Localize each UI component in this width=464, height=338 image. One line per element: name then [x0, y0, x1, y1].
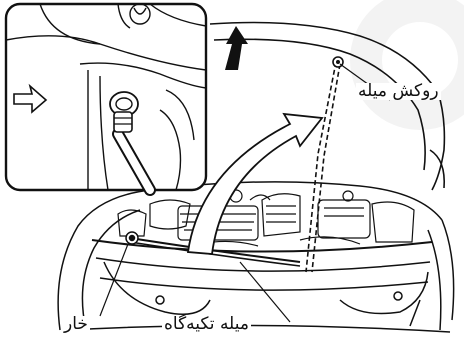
up-arrow-icon [225, 26, 248, 70]
label-support-rod: میله تکیه‌گاه [162, 316, 251, 333]
watermark-logo [350, 0, 464, 130]
label-clip: خار [62, 316, 90, 333]
clip-part [126, 232, 138, 244]
detail-inset [6, 4, 206, 190]
engine-bay [118, 190, 414, 246]
label-rod-clip: روکش میله [356, 83, 441, 100]
